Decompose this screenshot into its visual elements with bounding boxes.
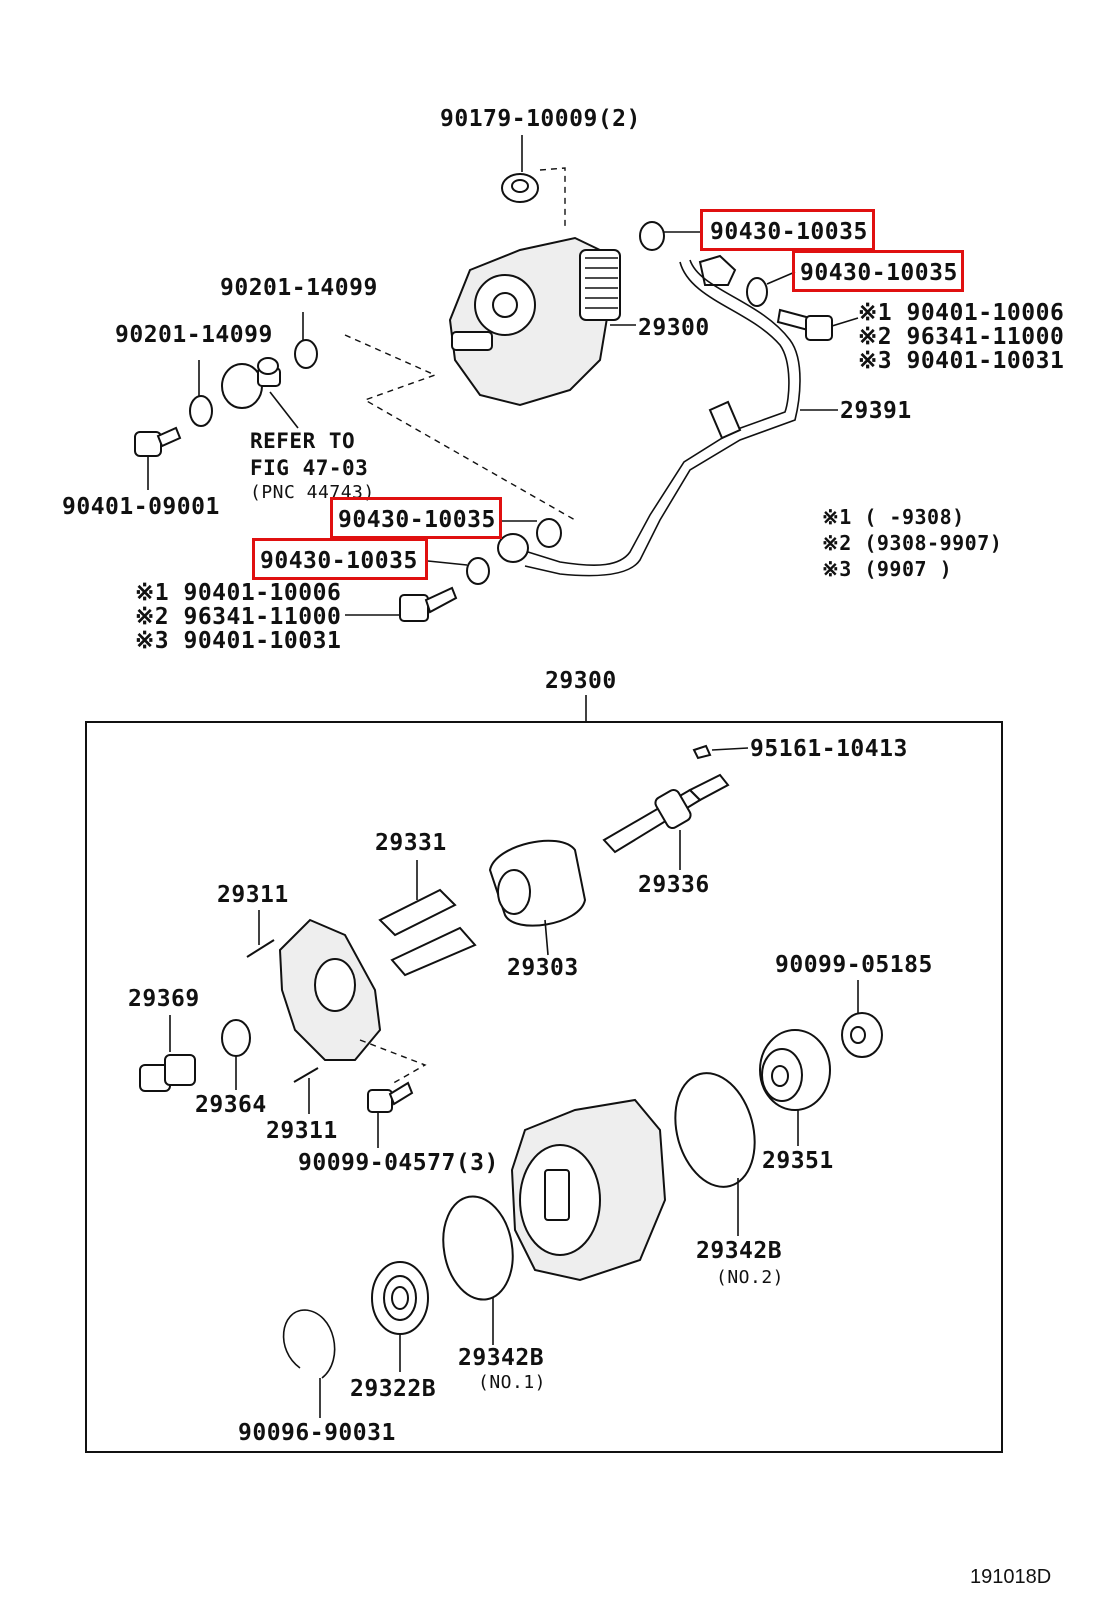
refer-line-1: REFER TO — [250, 429, 356, 453]
highlight-box-4 — [252, 538, 428, 580]
note-1: ※1 ( -9308) — [822, 505, 965, 529]
label-no1: (NO.1) — [478, 1372, 547, 1393]
label-29303: 29303 — [507, 955, 579, 981]
label-90430-10035-b: 90430-10035 — [800, 260, 958, 286]
label-90201-14099-b: 90201-14099 — [115, 322, 273, 348]
oil-pipe-29391 — [524, 259, 838, 577]
alt-right-1: ※1 90401-10006 — [858, 300, 1065, 326]
alt-right-2: ※2 96341-11000 — [858, 324, 1065, 350]
fitting-29369 — [139, 1015, 196, 1092]
label-90430-10035-a: 90430-10035 — [710, 219, 868, 245]
label-29351: 29351 — [762, 1148, 834, 1174]
label-29342B-no1: 29342B — [458, 1345, 545, 1371]
highlight-box-1 — [700, 209, 875, 251]
gear-29351 — [759, 1029, 831, 1146]
vanes-29331 — [378, 860, 477, 977]
bolt-90401-09001 — [134, 426, 182, 490]
bolt-right — [776, 308, 859, 341]
label-29342B-no2: 29342B — [696, 1238, 783, 1264]
end-cover — [278, 918, 427, 1086]
label-29311-b: 29311 — [266, 1118, 338, 1144]
nut-90179 — [501, 135, 566, 230]
snap-ring-90096 — [282, 1309, 336, 1418]
label-29364: 29364 — [195, 1092, 267, 1118]
alt-right-3: ※3 90401-10031 — [858, 348, 1065, 374]
label-90401-09001: 90401-09001 — [62, 494, 220, 520]
label-29311-a: 29311 — [217, 882, 289, 908]
bearing-29322B — [371, 1261, 429, 1372]
label-29322B: 29322B — [350, 1376, 437, 1402]
bolt-90099-04577 — [367, 1081, 414, 1148]
label-90099-04577: 90099-04577(3) — [298, 1150, 499, 1176]
alt-left-1: ※1 90401-10006 — [135, 580, 342, 606]
highlight-box-3 — [330, 497, 502, 539]
label-90179-10009: 90179-10009(2) — [440, 106, 641, 132]
label-29331: 29331 — [375, 830, 447, 856]
pin-95161 — [692, 744, 749, 760]
union-fitting — [221, 357, 299, 429]
alt-left-3: ※3 90401-10031 — [135, 628, 342, 654]
label-90096-90031: 90096-90031 — [238, 1420, 396, 1446]
highlight-box-2 — [792, 250, 964, 292]
rotor-29303 — [488, 839, 587, 956]
note-3: ※3 (9907 ) — [822, 557, 953, 581]
label-90201-14099-a: 90201-14099 — [220, 275, 378, 301]
label-no2: (NO.2) — [716, 1267, 785, 1288]
bolt-left — [345, 586, 458, 622]
refer-line-2: FIG 47-03 — [250, 456, 369, 480]
label-29300-top: 29300 — [638, 315, 710, 341]
alt-left-2: ※2 96341-11000 — [135, 604, 342, 630]
pump-housing — [510, 1098, 667, 1282]
label-90099-05185: 90099-05185 — [775, 952, 933, 978]
figure-id: 191018D — [970, 1566, 1052, 1588]
label-90430-10035-d: 90430-10035 — [260, 548, 418, 574]
label-90430-10035-c: 90430-10035 — [338, 507, 496, 533]
label-95161-10413: 95161-10413 — [750, 736, 908, 762]
detail-header-29300: 29300 — [545, 668, 617, 694]
note-2: ※2 (9308-9907) — [822, 531, 1003, 555]
label-29336: 29336 — [638, 872, 710, 898]
nut-90099-05185 — [841, 980, 883, 1058]
label-29369: 29369 — [128, 986, 200, 1012]
label-29391: 29391 — [840, 398, 912, 424]
shaft-29336 — [602, 773, 730, 870]
vacuum-pump-29300 — [448, 236, 636, 407]
